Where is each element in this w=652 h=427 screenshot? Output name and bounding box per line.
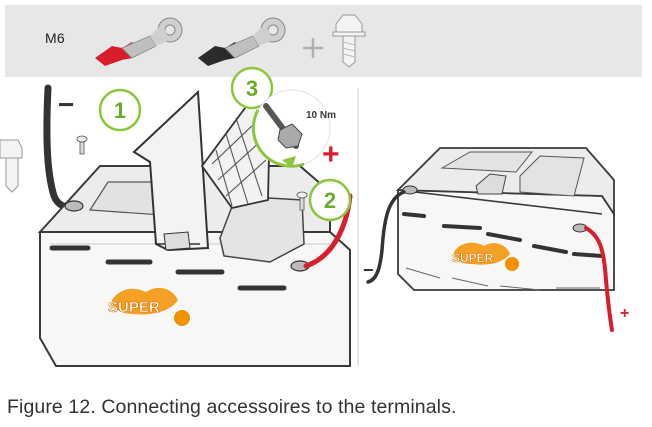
bolt-size-label: M6 xyxy=(45,30,65,46)
plus-icon xyxy=(303,38,323,58)
torque-detail: 10 Nm xyxy=(251,89,336,168)
step-3-number: 3 xyxy=(246,76,258,101)
brand-logo-right: SUPER xyxy=(452,251,494,265)
step-3-callout: 3 xyxy=(230,66,274,110)
red-ring-lug-icon xyxy=(95,17,183,66)
bolt-icon xyxy=(332,14,366,68)
positive-sign-left: + xyxy=(322,138,340,171)
negative-sign-left: − xyxy=(58,89,74,120)
positive-sign-right: + xyxy=(620,305,629,322)
black-ring-lug-icon xyxy=(198,17,286,66)
parts-bar xyxy=(5,5,642,77)
right-battery: SUPER xyxy=(366,147,615,332)
brand-logo-left: SUPER xyxy=(108,299,160,316)
step-2-callout: 2 xyxy=(308,178,352,222)
step-1-callout: 1 xyxy=(98,88,142,132)
step-2-number: 2 xyxy=(324,188,336,213)
negative-sign-right: − xyxy=(363,260,374,280)
figure-caption: Figure 12. Connecting accessoires to the… xyxy=(7,396,457,418)
torque-value: 10 Nm xyxy=(306,110,336,121)
left-battery: SUPER xyxy=(37,84,353,367)
bolt-icon xyxy=(0,139,23,193)
step-1-number: 1 xyxy=(114,98,126,123)
